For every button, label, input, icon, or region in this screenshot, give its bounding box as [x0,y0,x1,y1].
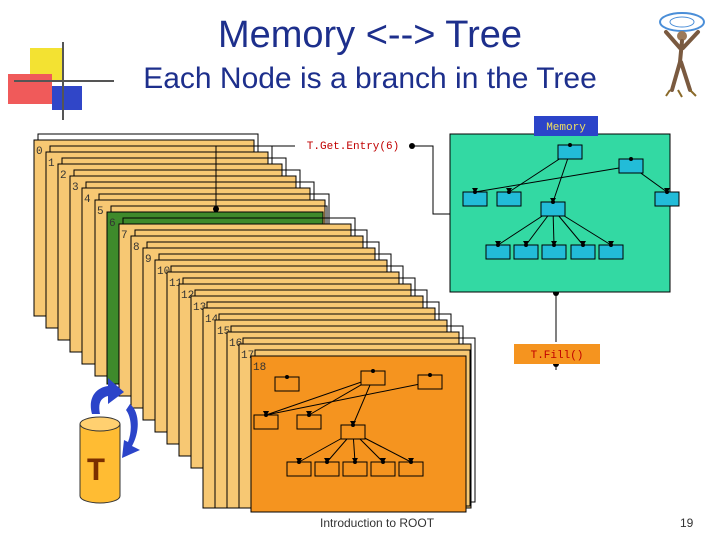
memory-tree-node [541,244,567,260]
memory-tree-node [654,191,680,207]
connection-lines [215,145,557,370]
file-tree-edge [265,377,374,416]
file-tree [253,369,443,477]
fill-label: T.Fill() [531,350,584,362]
entry-number: 7 [121,230,128,242]
memory-tree-node-dot [609,243,613,247]
memory-tree-edge [474,165,632,193]
file-tree-node-dot [351,423,355,427]
selected-entry-dot [213,206,219,212]
memory-tree-node [540,201,566,217]
memory-tree-node [618,158,644,174]
corner-red-block [8,74,52,104]
entry-number: 4 [84,194,91,206]
slide-subtitle: Each Node is a branch in the Tree [143,62,597,95]
entry-number: 9 [145,254,152,266]
file-tree-node [286,461,312,477]
entry-number: 2 [60,170,67,182]
memory-tree-node [513,244,539,260]
memory-tree-node [496,191,522,207]
slide-title: Memory <--> Tree [217,14,523,56]
file-tree-edge [265,381,431,416]
file-tree-node-dot [371,369,375,373]
memory-tree-node [570,244,596,260]
memory-tree-node [598,244,624,260]
file-tree-node-dot [285,375,289,379]
getentry-to-memory-line [412,145,450,215]
file-tree-node-dot [297,460,301,464]
file-tree-node-dot [428,373,432,377]
file-tree-edge [352,377,374,426]
down-arrow-icon [122,404,140,458]
entry-number: 6 [109,218,116,230]
memory-tree-edge [552,151,571,203]
getentry-dot [409,143,415,149]
corner-blue-block [52,86,82,110]
file-tree-node [398,461,424,477]
file-tree-node [296,414,322,430]
fill-label-bg [514,344,600,364]
file-tree-node-dot [307,413,311,417]
file-tree-node [314,461,340,477]
memory-tree-node [462,191,488,207]
file-tree-node-dot [381,460,385,464]
entry-number: 1 [48,158,55,170]
tree-label: T [86,453,105,490]
memory-tree-node-dot [496,243,500,247]
memory-tree-node-dot [552,243,556,247]
footer-text: Introduction to ROOT [320,516,435,530]
getentry-to-selected-line [215,145,295,209]
file-tree-node [253,414,279,430]
file-tree-node-dot [264,413,268,417]
memory-tree-node-dot [524,243,528,247]
file-tree-node [274,376,300,392]
page-number: 19 [680,516,694,530]
file-tree-node-dot [325,460,329,464]
corner-hline [14,80,114,82]
atlas-logo [659,12,705,98]
memory-tree-node [557,144,583,160]
cycle-arrows [90,378,140,458]
memory-tag-label: Memory [546,122,586,134]
get-entry-label: T.Get.Entry(6) [307,141,399,153]
file-tree-node-dot [409,460,413,464]
memory-tree-node-dot [581,243,585,247]
memory-tree-node [485,244,511,260]
memory-tree-node-dot [551,200,555,204]
tree-cylinder: T [79,416,121,504]
up-arrow-icon [90,378,124,414]
entry-number: 0 [36,146,43,158]
entry-number: 18 [253,362,266,374]
memory-tree-node-dot [665,190,669,194]
memory-tree-node-dot [473,190,477,194]
memory-tree-node-dot [629,157,633,161]
memory-tag [534,116,598,136]
memory-tree-node-dot [568,143,572,147]
file-tree-node [340,424,366,440]
file-tree-node [342,461,368,477]
file-tree-node [360,370,386,386]
memory-tree [462,143,680,260]
memory-tree-node-dot [507,190,511,194]
entry-number: 5 [97,206,104,218]
file-tree-node [370,461,396,477]
file-tree-node [417,374,443,390]
entry-number: 8 [133,242,140,254]
entry-number: 3 [72,182,79,194]
file-tree-node-dot [353,460,357,464]
